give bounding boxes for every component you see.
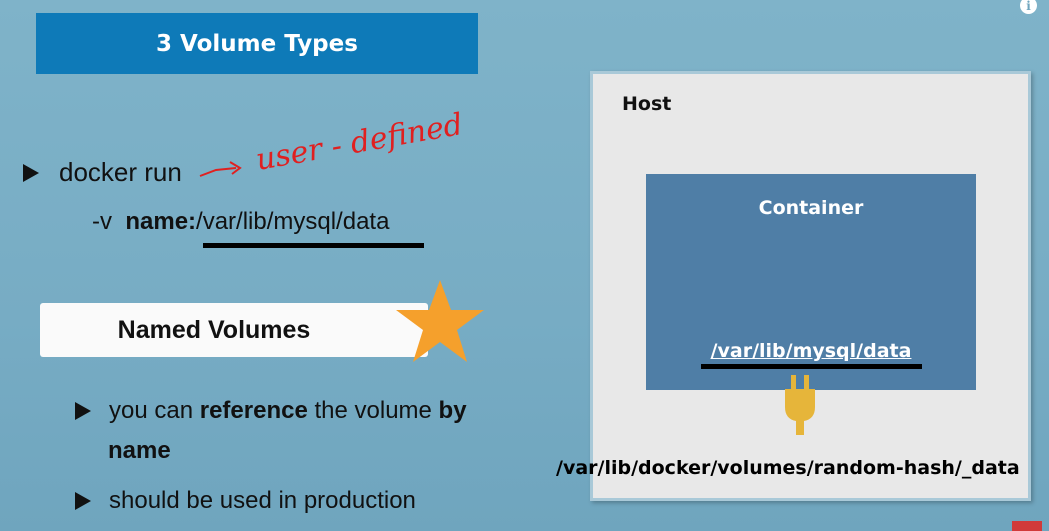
subscribe-badge[interactable] [1012,521,1042,531]
bullet-docker-run: docker run [23,157,182,188]
info-icon[interactable]: i [1020,0,1037,14]
bullet2-mid: the volume [307,397,439,424]
handwritten-annotation: user - defined [199,107,465,178]
named-volumes-box: Named Volumes [40,303,428,357]
bullet2-bold1: reference [199,397,308,424]
command-name-part: name: [125,208,197,235]
bullet-reference: you can reference the volume by [75,397,467,425]
bullet-triangle-icon [75,402,91,420]
handwritten-text: user - defined [253,107,465,178]
volume-command: -v name:/var/lib/mysql/data [92,208,389,236]
bullet2-continuation: name [108,437,171,464]
slide-title: 3 Volume Types [156,30,358,57]
command-underline [203,243,424,248]
container-label: Container [758,197,864,219]
host-path: /var/lib/docker/volumes/random-hash/_dat… [556,457,1020,479]
bullet-triangle-icon [75,492,91,510]
bullet-docker-run-text: docker run [59,157,182,187]
bullet-triangle-icon [23,163,39,182]
bullet-reference-text: you can reference the volume by [109,397,467,425]
container-path: /var/lib/mysql/data [710,340,912,362]
star-icon [396,280,484,362]
named-volumes-label: Named Volumes [117,315,311,344]
container-path-underline [701,364,922,369]
bullet2-bold2: by [438,397,467,424]
bullet2-pre: you can [109,397,200,424]
command-flag: -v [92,208,112,235]
bullet-production: should be used in production [75,487,416,515]
command-path-part: /var/lib/mysql/data [196,208,390,235]
host-label: Host [622,93,672,115]
title-banner: 3 Volume Types [36,13,478,74]
bullet-production-text: should be used in production [109,487,416,514]
container-box [646,174,976,390]
plug-icon [785,375,815,435]
